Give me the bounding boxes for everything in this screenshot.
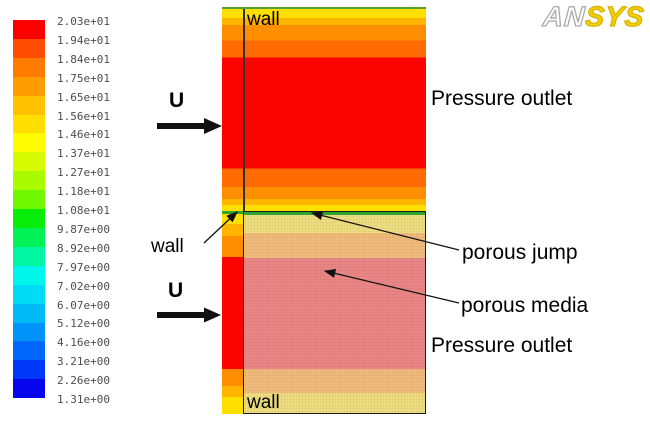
- colorbar-band: [13, 95, 45, 115]
- colorbar-band: [13, 114, 45, 134]
- colorbar-band: [13, 38, 45, 58]
- colorbar-band: [13, 246, 45, 266]
- colorbar-label: 8.92e+00: [57, 241, 110, 255]
- colorbar-label: 1.84e+01: [57, 52, 110, 66]
- colorbar-band: [13, 133, 45, 153]
- colorbar-band: [13, 152, 45, 172]
- colorbar-band: [13, 190, 45, 210]
- internal-wall-line: [243, 9, 245, 211]
- colorbar-label: 2.03e+01: [57, 15, 110, 28]
- colorbar-label: 1.94e+01: [57, 33, 110, 47]
- inlet-channel-strip: [222, 211, 243, 414]
- colorbar-label: 5.12e+00: [57, 317, 110, 331]
- colorbar-band: [13, 227, 45, 247]
- porous-media-label: porous media: [461, 294, 589, 317]
- upper-zone-contour: [222, 9, 426, 211]
- colorbar-label: 1.27e+01: [57, 166, 110, 180]
- colorbar-label: 7.97e+00: [57, 260, 110, 274]
- colorbar-band: [13, 303, 45, 323]
- colorbar-label: 1.31e+00: [57, 393, 110, 406]
- colorbar-label: 7.02e+00: [57, 279, 110, 293]
- porous-media-contour: [244, 215, 425, 413]
- upper-fluid-zone: [222, 7, 426, 211]
- colorbar-label: 1.18e+01: [57, 185, 110, 199]
- colorbar-label: 1.08e+01: [57, 204, 110, 217]
- colorbar-band: [13, 379, 45, 399]
- colorbar-label: 1.65e+01: [57, 90, 110, 104]
- wall-label-top: wall: [247, 9, 280, 30]
- colorbar-band: [13, 360, 45, 380]
- colorbar-labels: 2.03e+01 1.94e+01 1.84e+01 1.75e+01 1.65e+01…: [57, 16, 127, 410]
- ansys-logo-sys: SYS: [583, 0, 646, 32]
- inlet-u-label-top: U: [169, 89, 185, 112]
- wall-label-left: wall: [151, 236, 184, 257]
- colorbar-label: 2.26e+00: [57, 374, 110, 388]
- colorbar-label: 3.21e+00: [57, 355, 110, 369]
- pressure-outlet-label-bottom: Pressure outlet: [431, 334, 573, 357]
- colorbar-band: [13, 209, 45, 228]
- colorbar-band: [13, 341, 45, 361]
- pressure-outlet-label-top: Pressure outlet: [431, 87, 573, 110]
- colorbar-band: [13, 322, 45, 342]
- colorbar-label: 1.37e+01: [57, 147, 110, 161]
- ansys-logo: ANSYS: [541, 0, 646, 32]
- channel-contour: [222, 214, 243, 414]
- inlet-u-label-bottom: U: [168, 279, 184, 302]
- colorbar-label: 1.46e+01: [57, 128, 110, 142]
- colorbar-label: 1.56e+01: [57, 109, 110, 123]
- colorbar-band: [13, 265, 45, 285]
- porous-jump-label: porous jump: [462, 241, 578, 264]
- porous-zone: [243, 211, 426, 414]
- colorbar-band: [13, 20, 45, 39]
- colorbar-label: 6.07e+00: [57, 298, 110, 312]
- colorbar-label: 4.16e+00: [57, 336, 110, 350]
- inlet-velocity-arrow-top: [157, 118, 222, 134]
- colorbar-label: 1.75e+01: [57, 71, 110, 85]
- colorbar-band: [13, 57, 45, 77]
- colorbar-band: [13, 171, 45, 191]
- colorbar-band: [13, 76, 45, 96]
- colorbar: [13, 20, 45, 399]
- ansys-logo-an: AN: [541, 0, 587, 32]
- colorbar-band: [13, 284, 45, 304]
- colorbar-label: 9.87e+00: [57, 222, 110, 236]
- inlet-velocity-arrow-bottom: [157, 307, 221, 323]
- wall-label-bottom: wall: [247, 392, 280, 413]
